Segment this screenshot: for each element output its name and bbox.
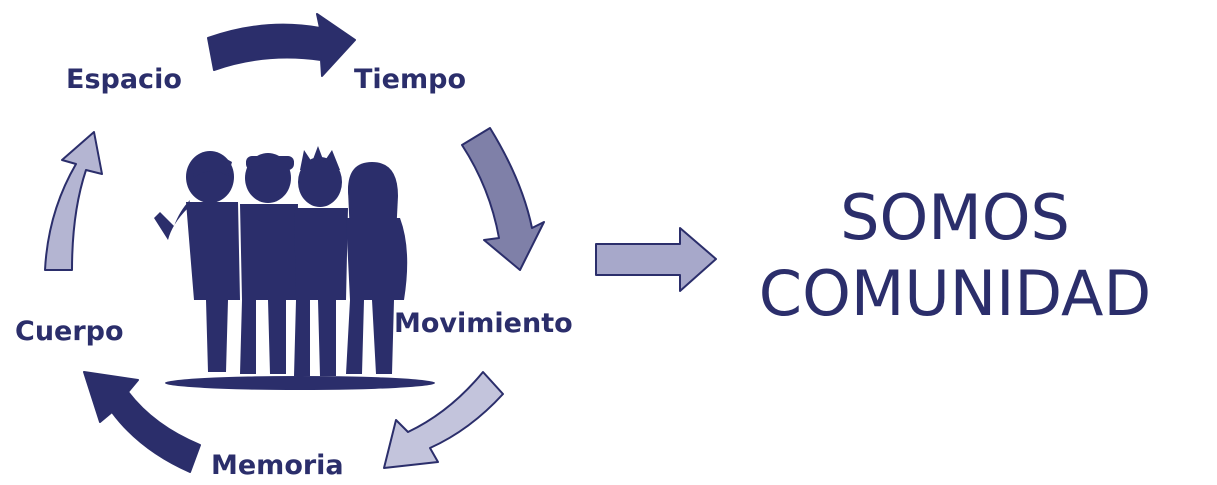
headline-line-1: SOMOS bbox=[840, 181, 1070, 254]
node-label-tiempo: Tiempo bbox=[354, 64, 466, 95]
right-arrow-icon bbox=[595, 227, 717, 292]
node-label-movimiento: Movimiento bbox=[394, 308, 573, 339]
headline: SOMOS COMUNIDAD bbox=[700, 180, 1210, 332]
node-label-espacio: Espacio bbox=[66, 64, 182, 95]
headline-line-2: COMUNIDAD bbox=[758, 257, 1152, 330]
arrow-movimiento-to-memoria bbox=[383, 371, 504, 469]
arrow-espacio-to-tiempo bbox=[207, 13, 356, 77]
arrow-cuerpo-to-espacio bbox=[44, 131, 103, 271]
group-of-people-silhouette-icon bbox=[154, 146, 435, 390]
arrow-tiempo-to-movimiento bbox=[461, 127, 545, 271]
node-label-memoria: Memoria bbox=[211, 450, 344, 481]
arrow-memoria-to-cuerpo bbox=[83, 371, 201, 473]
node-label-cuerpo: Cuerpo bbox=[15, 316, 124, 347]
